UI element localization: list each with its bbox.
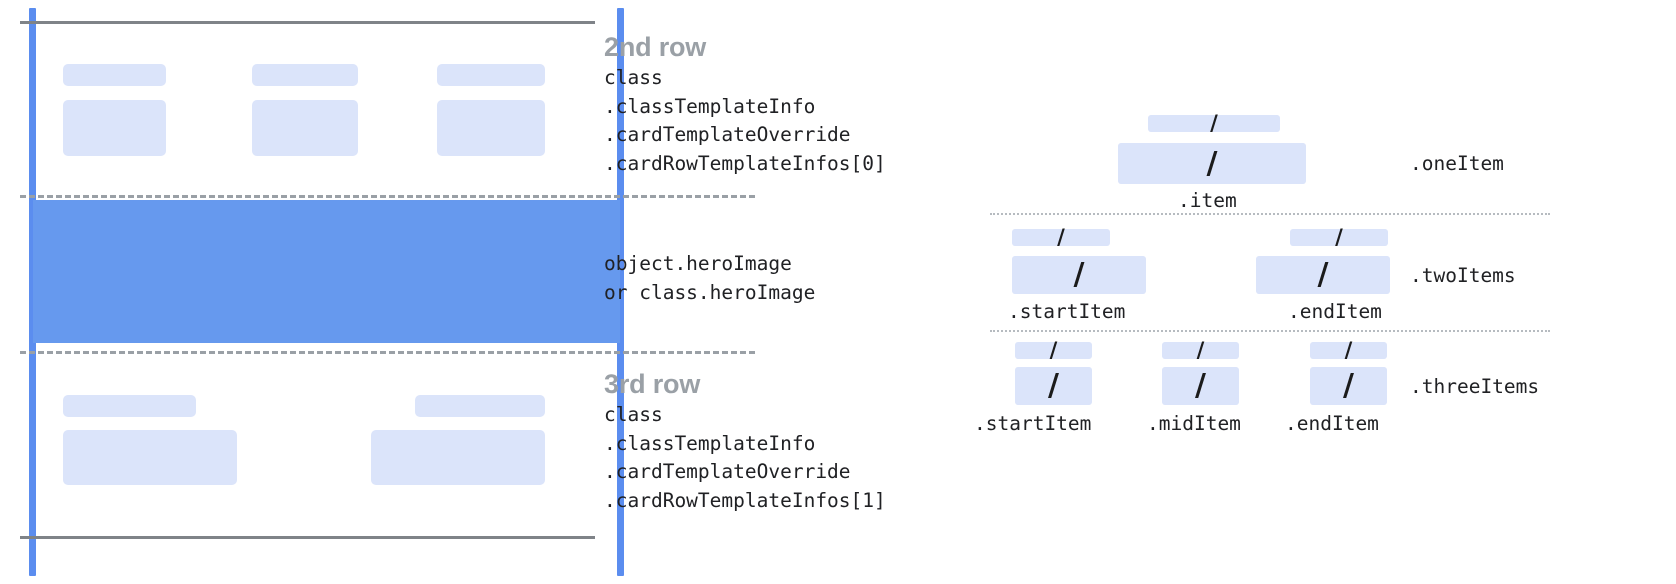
slot-value-box: /: [1012, 256, 1146, 294]
hero-image-annotation: object.heroImage or class.heroImage: [604, 250, 815, 307]
slash-glyph: /: [1206, 145, 1218, 181]
slash-glyph: /: [1210, 111, 1218, 135]
slash-glyph: /: [1195, 368, 1206, 403]
placeholder-value-box: [437, 100, 545, 156]
slot-group-separator-upper: [990, 213, 1550, 215]
slash-glyph: /: [1048, 368, 1059, 403]
item-slot-diagram: / / .item .oneItem / / .startItem / /: [960, 0, 1676, 584]
placeholder-label-bar: [63, 64, 166, 86]
slash-glyph: /: [1057, 225, 1065, 249]
placeholder-value-box: [371, 430, 545, 485]
second-row-code-line: .classTemplateInfo: [604, 94, 816, 118]
hero-image-band: [33, 200, 620, 343]
hero-code-line: object.heroImage: [604, 252, 792, 275]
slot-label-bar: /: [1290, 225, 1388, 249]
slot-name-start-item: .startItem: [974, 412, 1092, 435]
third-row-code-line: .cardRowTemplateInfos[1]: [604, 488, 886, 512]
card-template-diagram: [0, 0, 755, 584]
second-row-annotation: 2nd row class .classTemplateInfo .cardTe…: [604, 30, 886, 178]
slot-name-start-item: .startItem: [1008, 300, 1126, 323]
slot-value-box: /: [1162, 367, 1239, 405]
slash-glyph: /: [1196, 338, 1205, 362]
group-name-one-item: .oneItem: [1410, 152, 1504, 175]
third-row-code-line: class: [604, 403, 663, 426]
third-row-title: 3rd row: [604, 369, 701, 399]
placeholder-label-bar: [252, 64, 358, 86]
slash-glyph: /: [1343, 368, 1354, 403]
third-row-code-line: .cardTemplateOverride: [604, 460, 851, 483]
card-bottom-boundary-line: [20, 536, 595, 539]
slot-value-box: /: [1310, 367, 1387, 405]
card-right-guide-line: [617, 8, 624, 576]
third-row-code-line: .classTemplateInfo: [604, 431, 816, 455]
card-left-guide-line: [29, 8, 36, 576]
slot-name-end-item: .endItem: [1288, 300, 1382, 323]
card-row-separator-lower: [20, 351, 755, 354]
placeholder-value-box: [63, 430, 237, 485]
slot-label-bar: /: [1310, 338, 1387, 362]
group-name-three-items: .threeItems: [1410, 375, 1540, 398]
slot-name-end-item: .endItem: [1285, 412, 1379, 435]
second-row-title: 2nd row: [604, 32, 707, 62]
slot-label-bar: /: [1012, 225, 1110, 249]
slot-label-bar: /: [1162, 338, 1239, 362]
hero-code-line: or class.heroImage: [604, 280, 816, 304]
placeholder-label-bar: [415, 395, 545, 417]
slot-value-box: /: [1118, 143, 1306, 184]
placeholder-value-box: [252, 100, 358, 156]
slot-group-separator-lower: [990, 330, 1550, 332]
placeholder-label-bar: [63, 395, 196, 417]
placeholder-value-box: [63, 100, 166, 156]
slash-glyph: /: [1317, 257, 1329, 292]
second-row-code-line: .cardTemplateOverride: [604, 123, 851, 146]
slot-label-bar: /: [1148, 111, 1280, 135]
second-row-code-line: .cardRowTemplateInfos[0]: [604, 151, 886, 175]
third-row-annotation: 3rd row class .classTemplateInfo .cardTe…: [604, 367, 886, 515]
slot-value-box: /: [1256, 256, 1390, 294]
card-top-boundary-line: [20, 21, 595, 24]
slash-glyph: /: [1073, 257, 1085, 292]
slash-glyph: /: [1049, 338, 1058, 362]
slot-value-box: /: [1015, 367, 1092, 405]
placeholder-label-bar: [437, 64, 545, 86]
slot-label-bar: /: [1015, 338, 1092, 362]
slash-glyph: /: [1344, 338, 1353, 362]
card-row-separator-upper: [20, 195, 755, 198]
slot-name-mid-item: .midItem: [1147, 412, 1241, 435]
group-name-two-items: .twoItems: [1410, 264, 1516, 287]
slot-name-item: .item: [1178, 189, 1237, 212]
second-row-code-line: class: [604, 66, 663, 89]
slash-glyph: /: [1335, 225, 1343, 249]
